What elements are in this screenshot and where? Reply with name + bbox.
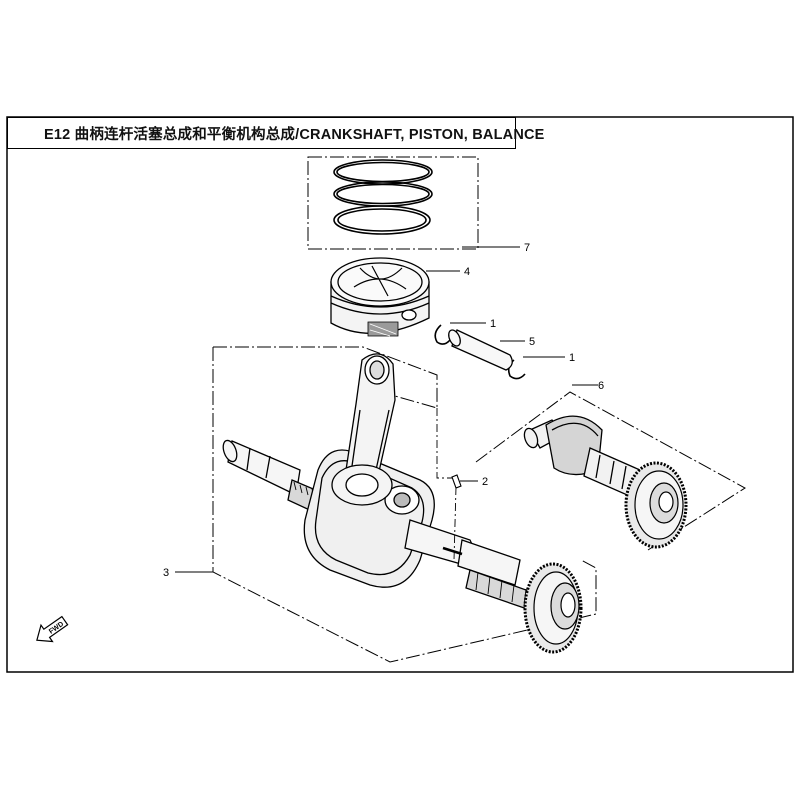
piston-pin — [448, 329, 513, 371]
balance-shaft-group-box — [475, 391, 746, 551]
woodruff-key — [451, 474, 462, 489]
outer-frame — [6, 116, 794, 673]
balance-gear — [624, 461, 688, 549]
balance-shaft — [523, 415, 641, 499]
diagram-title: E12 曲柄连杆活塞总成和平衡机构总成/CRANKSHAFT, PISTON, … — [44, 126, 545, 143]
callout-7: 7 — [524, 242, 530, 254]
crank-gear — [523, 562, 583, 654]
key-dash-line — [453, 486, 457, 561]
callout-2: 2 — [482, 476, 488, 488]
connecting-rod — [331, 353, 396, 506]
fwd-label: FWD — [48, 621, 65, 636]
circlip-left — [434, 324, 451, 345]
key-dash-line-2 — [436, 408, 452, 479]
fwd-arrow-icon: FWD — [36, 615, 69, 643]
piston-rings — [333, 159, 433, 235]
callout-3: 3 — [163, 567, 169, 579]
crankshaft-group-box — [212, 346, 597, 663]
callout-labels: 7 4 1 5 1 6 2 3 — [163, 242, 604, 579]
callout-1b: 1 — [569, 352, 575, 364]
callout-5: 5 — [529, 336, 535, 348]
callout-6: 6 — [598, 380, 604, 392]
title-box: E12 曲柄连杆活塞总成和平衡机构总成/CRANKSHAFT, PISTON, … — [7, 117, 544, 149]
piston-ring-group-box — [307, 156, 479, 250]
callout-4: 4 — [464, 266, 470, 278]
piston — [330, 257, 430, 337]
leader-lines — [175, 246, 598, 573]
callout-1a: 1 — [490, 318, 496, 330]
